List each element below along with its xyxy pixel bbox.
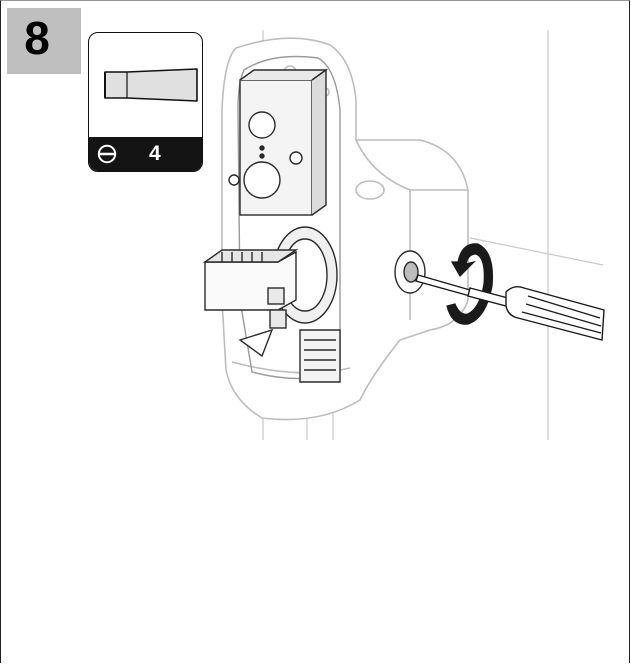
step-number: 8: [24, 12, 50, 64]
wallbox-housing-illustration: [202, 30, 605, 440]
connector-assembly: [202, 226, 341, 383]
cover-opening: [228, 55, 341, 380]
slotted-screwdriver-icon: [97, 144, 117, 164]
screwdriver-icon: [415, 274, 605, 341]
step-badge: 8: [7, 8, 81, 74]
rotate-counterclockwise-icon: [446, 243, 494, 325]
flat-blade-icon: [104, 68, 198, 102]
tool-card: 4: [88, 32, 203, 172]
tool-card-footer: 4: [89, 137, 202, 171]
tool-size-label: 4: [149, 142, 161, 165]
screw-hole: [394, 250, 426, 294]
